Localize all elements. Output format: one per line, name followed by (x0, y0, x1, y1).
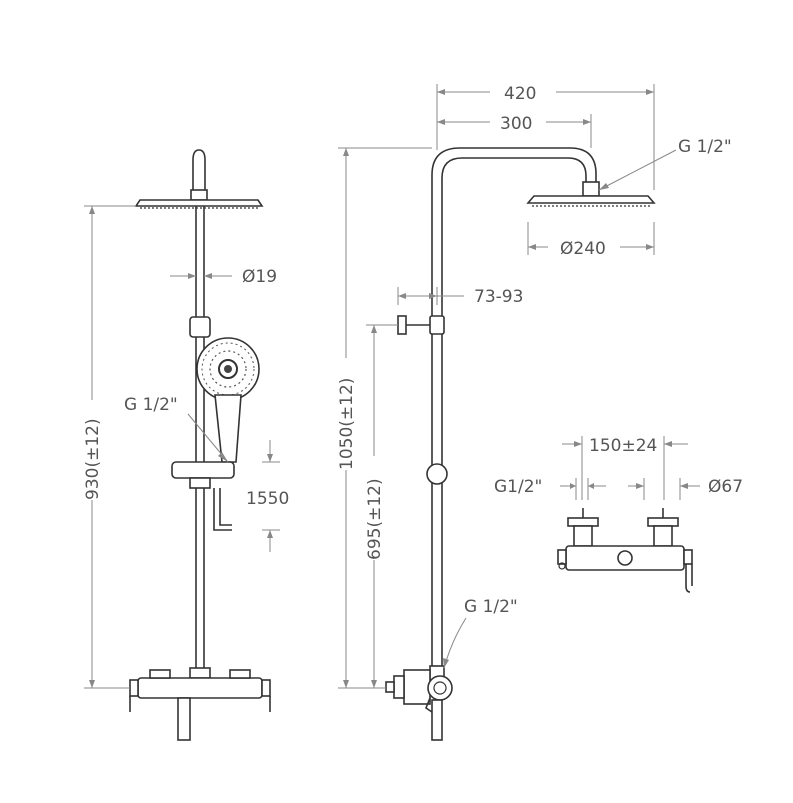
hand-shower-handle (214, 394, 242, 463)
valve-left-cap (557, 549, 567, 565)
riser-arm-inner (441, 157, 587, 670)
valve-center-port (617, 550, 633, 566)
riser-top-bend (192, 149, 206, 190)
side-head-connector (582, 181, 600, 197)
hose (213, 488, 232, 531)
bracket-range-label: 73-93 (474, 287, 523, 307)
valve-lever (685, 564, 691, 593)
slide-height-label: 695(±12) (365, 478, 385, 560)
side-inlet-pipe (431, 699, 443, 741)
inlet-connection-label: G 1/2" (464, 597, 518, 617)
hand-shower (196, 337, 260, 463)
left-outlet-top (567, 517, 599, 527)
left-handle (129, 679, 139, 697)
valve-inlet-label: G1/2" (494, 477, 542, 497)
side-view: 420 300 G 1/2" Ø240 73-93 1050 (337, 84, 732, 741)
valve-view: 150±24 G1/2" Ø67 (494, 436, 743, 593)
riser-arm-outer (431, 147, 597, 670)
escutcheon-diameter-label: Ø67 (708, 477, 743, 497)
total-width-label: 420 (504, 84, 536, 104)
inlet-pipe (177, 697, 191, 741)
pipe-diameter-label: Ø19 (242, 267, 277, 287)
centers-label: 150±24 (589, 436, 657, 456)
side-valve-body (403, 669, 431, 705)
total-height-left-label: 930(±12) (83, 418, 103, 500)
side-slider (426, 463, 448, 485)
head-connection-label: G 1/2" (678, 137, 732, 157)
thermostatic-valve-front (137, 677, 263, 699)
rain-head-front (134, 199, 264, 207)
front-view: Ø19 G 1/2" 1550 930(±12) (83, 149, 289, 741)
right-handle (261, 679, 271, 697)
hose-length-label: 1550 (246, 489, 289, 509)
slider-bracket (171, 461, 235, 479)
handshower-connection-label: G 1/2" (124, 395, 178, 415)
side-upper-bracket (429, 315, 445, 335)
lower-connector (189, 667, 211, 679)
rain-head-side (526, 195, 656, 204)
upper-wall-bracket (189, 316, 211, 338)
side-diverter (427, 675, 453, 701)
side-wall-plate (397, 315, 407, 335)
slider-base (189, 477, 211, 489)
arm-length-label: 300 (500, 114, 532, 134)
total-height-right-label: 1050(±12) (337, 378, 357, 470)
head-diameter-label: Ø240 (560, 239, 606, 259)
head-connector (190, 189, 208, 201)
valve-right-cap (683, 549, 693, 565)
right-outlet-top (647, 517, 679, 527)
